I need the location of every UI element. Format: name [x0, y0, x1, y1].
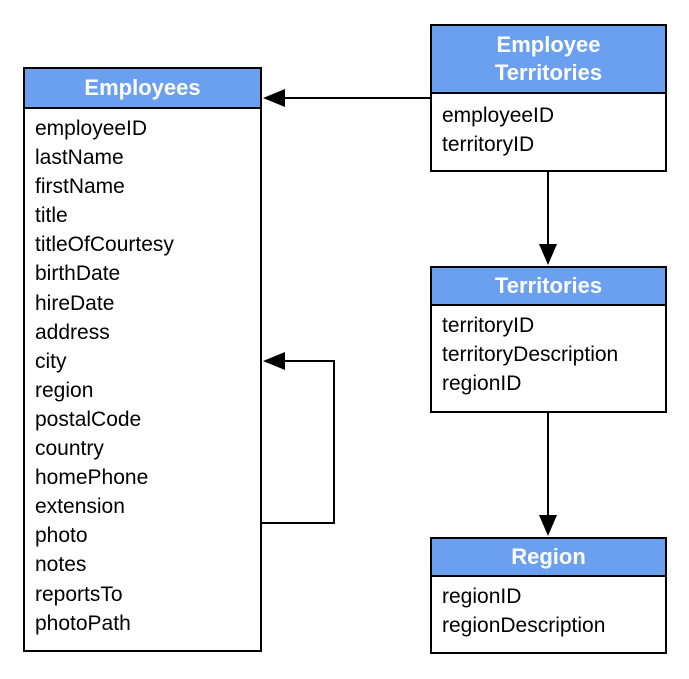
field-list-employee-territories: employeeID territoryID: [432, 94, 665, 159]
entity-employee-territories: Employee Territories employeeID territor…: [430, 24, 667, 172]
field-list-region: regionID regionDescription: [432, 577, 665, 640]
field-postalCode: postalCode: [35, 407, 142, 431]
entity-title-employees: Employees: [25, 69, 260, 109]
entity-title-employee-territories: Employee Territories: [432, 26, 665, 94]
field-firstName: firstName: [35, 175, 125, 199]
arrowhead-down-icon: [539, 515, 557, 536]
field-photo: photo: [35, 524, 88, 548]
field-homePhone: homePhone: [35, 466, 149, 490]
field-regionID: regionID: [442, 372, 522, 396]
entity-territories: Territories territoryID territoryDescrip…: [430, 266, 667, 413]
entity-title-region: Region: [432, 539, 665, 577]
field-address: address: [35, 320, 110, 344]
field-territoryID: territoryID: [442, 314, 535, 337]
field-country: country: [35, 437, 104, 461]
field-birthDate: birthDate: [35, 262, 121, 286]
field-city: city: [35, 349, 67, 373]
field-list-employees: employeeID lastName firstName title titl…: [25, 109, 260, 638]
field-reportsTo: reportsTo: [35, 582, 123, 606]
field-titleOfCourtesy: titleOfCourtesy: [35, 233, 174, 257]
field-extension: extension: [35, 495, 125, 519]
field-territoryID: territoryID: [442, 133, 535, 157]
arrowhead-left-icon: [263, 89, 285, 107]
arrowhead-left-icon: [263, 352, 285, 370]
entity-region: Region regionID regionDescription: [430, 537, 667, 654]
field-employeeID: employeeID: [35, 117, 148, 140]
entity-title-line1: Employee: [496, 32, 601, 57]
connector-employees-self-reference: [262, 360, 335, 524]
field-photoPath: photoPath: [35, 611, 131, 635]
arrowhead-down-icon: [539, 244, 557, 265]
field-regionID: regionID: [442, 585, 522, 608]
field-employeeID: employeeID: [442, 104, 555, 127]
entity-employees: Employees employeeID lastName firstName …: [23, 67, 262, 652]
entity-title-territories: Territories: [432, 268, 665, 306]
field-list-territories: territoryID territoryDescription regionI…: [432, 306, 665, 398]
field-hireDate: hireDate: [35, 291, 115, 315]
field-title: title: [35, 204, 68, 228]
field-territoryDescription: territoryDescription: [442, 343, 619, 367]
field-region: region: [35, 378, 94, 402]
entity-title-line2: Territories: [494, 60, 603, 85]
field-notes: notes: [35, 553, 87, 577]
field-lastName: lastName: [35, 146, 124, 170]
field-regionDescription: regionDescription: [442, 614, 606, 638]
